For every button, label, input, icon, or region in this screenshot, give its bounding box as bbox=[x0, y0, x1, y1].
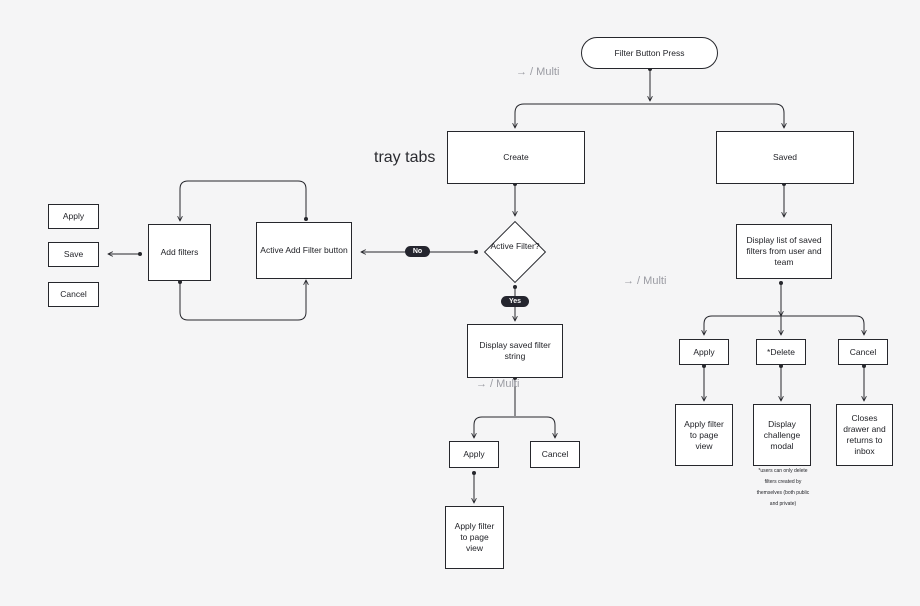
node-cancel-right: Cancel bbox=[838, 339, 888, 365]
node-cancel-center: Cancel bbox=[530, 441, 580, 468]
edge-split-apply bbox=[704, 315, 781, 335]
edge-loop-top bbox=[180, 180, 307, 221]
connector-dot bbox=[472, 471, 476, 475]
node-label: Save bbox=[63, 249, 84, 259]
node-saved: Saved bbox=[716, 131, 854, 184]
multi-annotation-center: → / Multi bbox=[476, 378, 520, 390]
edge-string-apply bbox=[474, 416, 515, 438]
node-label: Apply bbox=[463, 449, 485, 459]
node-delete-right: *Delete bbox=[756, 339, 806, 365]
tray-tabs-label: tray tabs bbox=[374, 149, 436, 166]
badge-yes: Yes bbox=[501, 296, 529, 307]
node-label: Display saved filter string bbox=[479, 340, 551, 361]
node-closes-drawer: Closes drawer and returns to inbox bbox=[836, 404, 893, 466]
node-label: *Delete bbox=[767, 346, 795, 357]
badge-no: No bbox=[405, 246, 430, 257]
node-label: Create bbox=[503, 152, 529, 162]
node-display-list-saved: Display list of saved filters from user … bbox=[736, 224, 832, 279]
node-label: Saved bbox=[772, 152, 798, 162]
connector-dot bbox=[862, 364, 866, 368]
edge-split-saved bbox=[650, 103, 784, 128]
node-cancel-left: Cancel bbox=[48, 282, 99, 307]
node-label: Display list of saved filters from user … bbox=[746, 235, 822, 267]
node-label: Apply filter to page view bbox=[454, 521, 495, 553]
node-filter-button-press: Filter Button Press bbox=[581, 37, 718, 69]
node-label: Apply bbox=[62, 211, 85, 221]
node-label: Apply bbox=[693, 346, 715, 357]
edge-string-cancel bbox=[515, 416, 555, 438]
node-add-filters: Add filters bbox=[148, 224, 211, 281]
node-apply-filter-center: Apply filter to page view bbox=[445, 506, 504, 569]
connector-dot bbox=[702, 364, 706, 368]
delete-footnote: *users can only delete filters created b… bbox=[756, 468, 810, 507]
node-label: Active Add Filter button bbox=[260, 245, 348, 255]
node-label: Filter Button Press bbox=[614, 47, 685, 58]
connector-dot bbox=[178, 280, 182, 284]
node-create: Create bbox=[447, 131, 585, 184]
node-apply-left: Apply bbox=[48, 204, 99, 229]
multi-annotation-middle: → / Multi bbox=[623, 275, 667, 287]
node-label: Apply filter to page view bbox=[684, 418, 724, 451]
connector-dot bbox=[474, 250, 478, 254]
node-label: Add filters bbox=[160, 247, 199, 257]
node-apply-right: Apply bbox=[679, 339, 729, 365]
node-active-add-filter-button: Active Add Filter button bbox=[256, 222, 352, 279]
node-display-saved-filter-string: Display saved filter string bbox=[467, 324, 563, 378]
node-label: Display challenge modal bbox=[763, 418, 801, 451]
connector-dot bbox=[304, 217, 308, 221]
node-label: Cancel bbox=[541, 449, 569, 459]
node-display-challenge-modal: Display challenge modal bbox=[753, 404, 811, 466]
edge-split-cancel bbox=[781, 315, 864, 335]
node-apply-filter-right: Apply filter to page view bbox=[675, 404, 733, 466]
edge-loop-bottom bbox=[179, 280, 306, 321]
node-apply-center: Apply bbox=[449, 441, 499, 468]
edge-split-create bbox=[515, 103, 650, 128]
node-label: Closes drawer and returns to inbox bbox=[843, 413, 886, 456]
node-label: Cancel bbox=[849, 346, 877, 357]
connector-dot bbox=[138, 252, 142, 256]
node-save-left: Save bbox=[48, 242, 99, 267]
node-active-filter-label: Active Filter? bbox=[490, 241, 540, 251]
node-label: Cancel bbox=[60, 289, 87, 299]
connector-dot bbox=[779, 364, 783, 368]
connector-dot bbox=[513, 285, 517, 289]
connector-dot bbox=[779, 281, 783, 285]
multi-annotation-top: → / Multi bbox=[516, 66, 560, 78]
